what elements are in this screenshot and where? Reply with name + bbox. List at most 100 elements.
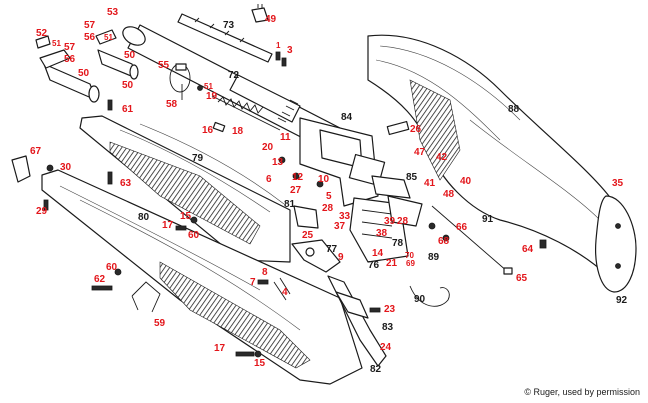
callout-42: 42 [436, 152, 448, 163]
callout-3: 3 [287, 45, 293, 56]
callout-51: 51 [52, 39, 61, 48]
callout-48: 48 [443, 189, 455, 200]
callout-33: 33 [339, 211, 351, 222]
callout-62: 62 [94, 274, 106, 285]
callout-16: 16 [202, 125, 214, 136]
pin-part-16 [212, 121, 226, 133]
callout-49: 49 [265, 14, 277, 25]
callout-78: 78 [392, 238, 404, 249]
callout-55: 55 [158, 60, 170, 71]
callout-73: 73 [223, 20, 235, 31]
callout-20: 20 [262, 142, 274, 153]
grip-cap-part [11, 155, 31, 183]
callout-10: 10 [318, 174, 330, 185]
stock-bolt-part [431, 205, 513, 275]
barrel-part [122, 24, 341, 151]
callout-39: 39 [384, 216, 396, 227]
callout-84: 84 [341, 112, 353, 123]
callout-15: 15 [254, 358, 266, 369]
callout-4: 4 [282, 287, 288, 298]
scope-rings-part [35, 29, 139, 103]
callout-37: 37 [334, 221, 346, 232]
callout-50: 50 [78, 68, 90, 79]
callout-50: 50 [122, 80, 134, 91]
callout-47: 47 [414, 147, 426, 158]
sight-part-49 [251, 4, 269, 23]
butt-stock-part [367, 34, 613, 277]
callout-65: 65 [516, 273, 528, 284]
sling-swivel-part [169, 63, 191, 100]
callout-30: 30 [60, 162, 72, 173]
callout-85: 85 [406, 172, 418, 183]
callout-60: 60 [188, 230, 200, 241]
callout-70: 70 [405, 251, 414, 260]
callout-53: 53 [107, 7, 119, 18]
callout-69: 69 [406, 259, 415, 268]
callout-79: 79 [192, 153, 204, 164]
callout-41: 41 [424, 178, 436, 189]
callout-35: 35 [612, 178, 624, 189]
callout-61: 61 [122, 104, 134, 115]
callout-19: 19 [206, 91, 218, 102]
callout-18: 18 [232, 126, 244, 137]
copyright-credit: © Ruger, used by permission [524, 387, 640, 397]
callout-59: 59 [154, 318, 166, 329]
pin-part-26 [386, 120, 410, 136]
callout-91: 91 [482, 214, 494, 225]
callout-90: 90 [414, 294, 426, 305]
callout-51: 51 [104, 33, 113, 42]
callout-80: 80 [138, 212, 150, 223]
ejector-spring-part [211, 95, 281, 131]
callout-81: 81 [284, 199, 296, 210]
callout-52: 52 [36, 28, 48, 39]
callout-57: 57 [64, 42, 76, 53]
callout-15: 15 [180, 211, 192, 222]
callout-24: 24 [380, 342, 392, 353]
callout-63: 63 [120, 178, 132, 189]
receiver-part [299, 117, 386, 207]
callout-5: 5 [326, 191, 332, 202]
lever-part [327, 275, 387, 367]
callout-13: 13 [272, 157, 284, 168]
callout-67: 67 [30, 146, 42, 157]
callout-12: 12 [292, 172, 304, 183]
callout-6: 6 [266, 174, 272, 185]
callout-27: 27 [290, 185, 302, 196]
butt-pad-part [595, 195, 637, 293]
callout-28: 28 [397, 216, 409, 227]
callout-58: 58 [166, 99, 178, 110]
callout-26: 26 [410, 124, 422, 135]
callout-1: 1 [276, 41, 281, 50]
lever-spring-part [409, 285, 450, 307]
callout-21: 21 [386, 258, 398, 269]
screws-part-1-3 [275, 51, 287, 67]
callout-83: 83 [382, 322, 394, 333]
callout-66: 66 [456, 222, 468, 233]
callout-40: 40 [460, 176, 472, 187]
hammer-part [291, 205, 341, 273]
loop-part [131, 281, 161, 313]
quarter-rib-part [177, 13, 273, 63]
callout-23: 23 [384, 304, 396, 315]
callout-88: 88 [508, 104, 520, 115]
callout-38: 38 [376, 228, 388, 239]
lower-stock-part [41, 169, 363, 385]
callout-56: 56 [64, 54, 76, 65]
callout-50: 50 [124, 50, 136, 61]
callout-17: 17 [214, 343, 226, 354]
callout-8: 8 [262, 267, 268, 278]
callout-17: 17 [162, 220, 174, 231]
callout-60: 60 [106, 262, 118, 273]
callout-89: 89 [428, 252, 440, 263]
callout-51: 51 [204, 82, 213, 91]
callout-76: 76 [368, 260, 380, 271]
callout-92: 92 [616, 295, 628, 306]
callout-9: 9 [338, 252, 344, 263]
callout-11: 11 [280, 132, 291, 143]
callout-29: 29 [36, 206, 48, 217]
callout-labels: 53 57 56 51 52 51 57 56 50 50 50 55 58 7… [30, 7, 628, 375]
callout-72: 72 [228, 70, 240, 81]
trigger-group-part [349, 175, 423, 263]
callout-68: 68 [438, 236, 450, 247]
callout-64: 64 [522, 244, 534, 255]
